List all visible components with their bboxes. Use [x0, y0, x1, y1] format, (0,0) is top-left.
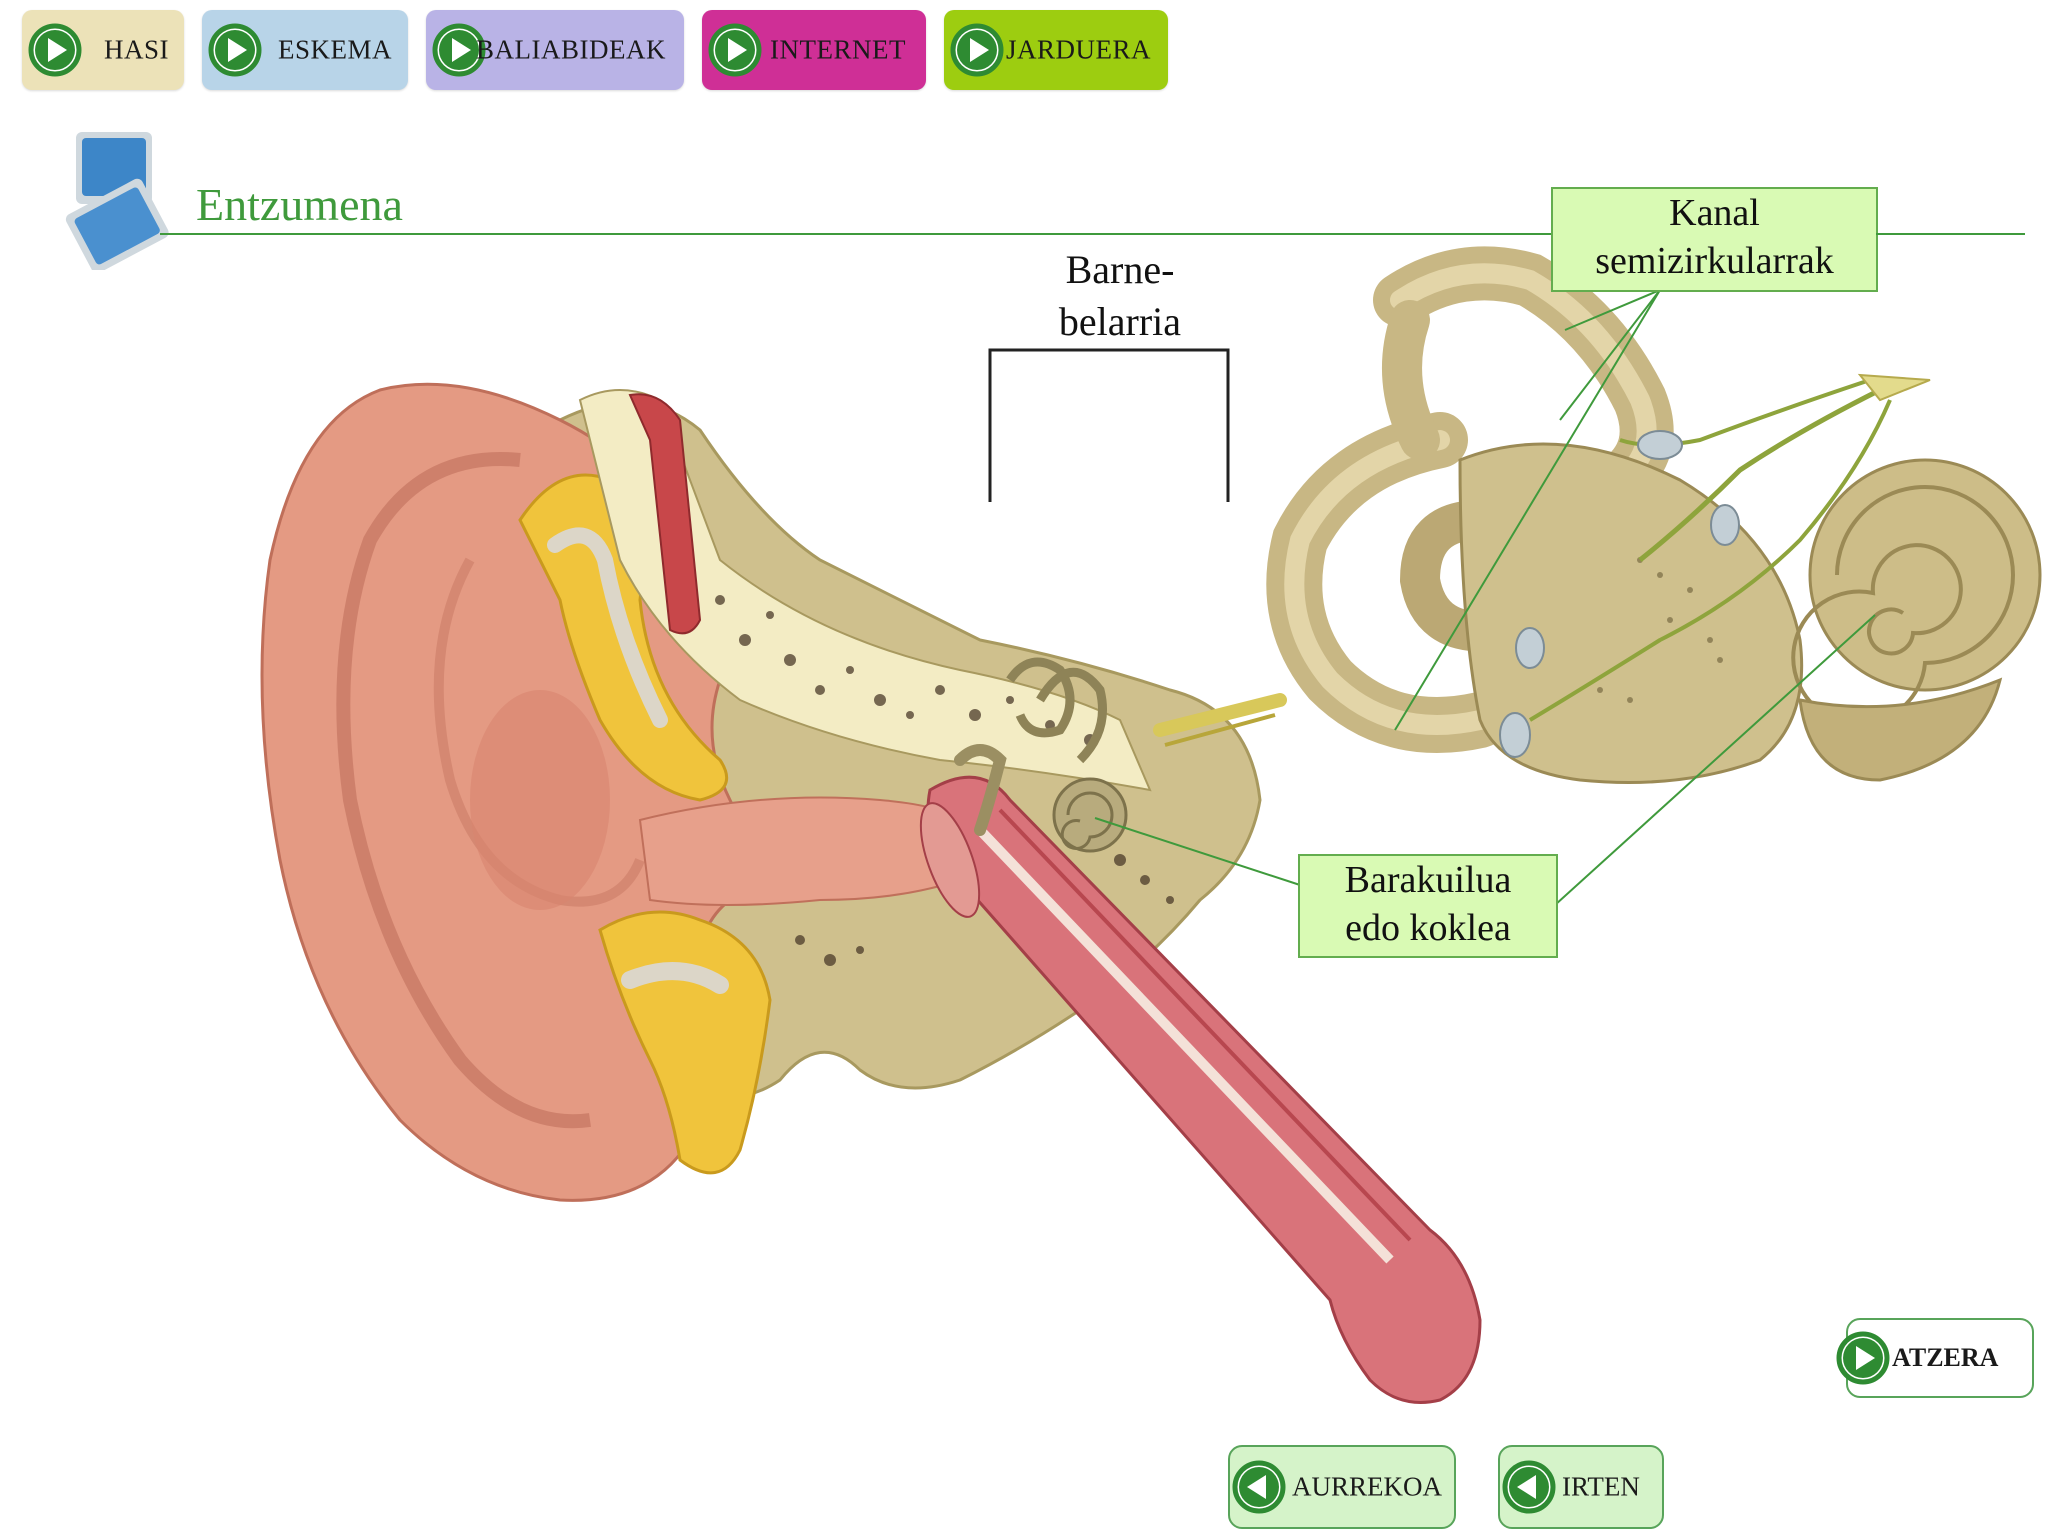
exit-button-label: IRTEN	[1562, 1471, 1640, 1502]
section-logo-icon	[65, 132, 169, 270]
nav-baliabideak[interactable]: BALIABIDEAK	[426, 10, 684, 90]
play-circle-icon	[432, 23, 486, 77]
nav-label: BALIABIDEAK	[476, 34, 666, 65]
cochlea-label: Barakuilua edo koklea	[1298, 854, 1558, 958]
previous-button-label: AURREKOA	[1292, 1471, 1443, 1502]
nav-hasi[interactable]: HASI	[22, 10, 184, 90]
canals-label-line1: Kanal	[1669, 192, 1760, 234]
back-circle-icon	[1502, 1460, 1556, 1514]
nav-eskema[interactable]: ESKEMA	[202, 10, 408, 90]
play-circle-icon	[28, 23, 82, 77]
semicircular-canals-label: Kanal semizirkularrak	[1551, 187, 1878, 292]
nav-internet[interactable]: INTERNET	[702, 10, 926, 90]
nav-jarduera[interactable]: JARDUERA	[944, 10, 1168, 90]
exit-button[interactable]: IRTEN	[1498, 1445, 1664, 1529]
back-button[interactable]: ATZERA	[1836, 1318, 2034, 1398]
play-circle-icon	[208, 23, 262, 77]
play-circle-icon	[1836, 1331, 1890, 1385]
inner-ear-label: Barne- belarria	[1030, 244, 1210, 348]
previous-button[interactable]: AURREKOA	[1228, 1445, 1456, 1529]
nav-label: ESKEMA	[278, 34, 393, 65]
inner-ear-label-line2: belarria	[1058, 299, 1182, 344]
nav-label: HASI	[104, 34, 170, 65]
cochlea-label-line1: Barakuilua	[1344, 859, 1512, 901]
play-circle-icon	[950, 23, 1004, 77]
play-circle-icon	[708, 23, 762, 77]
cochlea-label-line2: edo koklea	[1345, 907, 1511, 949]
title-underline	[160, 233, 2025, 235]
inner-ear-label-line1: Barne-	[1065, 247, 1175, 292]
page-title: Entzumena	[196, 179, 403, 230]
back-button-label: ATZERA	[1892, 1343, 1999, 1372]
canals-label-rule	[1876, 233, 2024, 235]
canals-label-line2: semizirkularrak	[1595, 240, 1834, 282]
back-circle-icon	[1232, 1460, 1286, 1514]
nav-label: JARDUERA	[1006, 34, 1152, 65]
nav-label: INTERNET	[770, 34, 906, 65]
